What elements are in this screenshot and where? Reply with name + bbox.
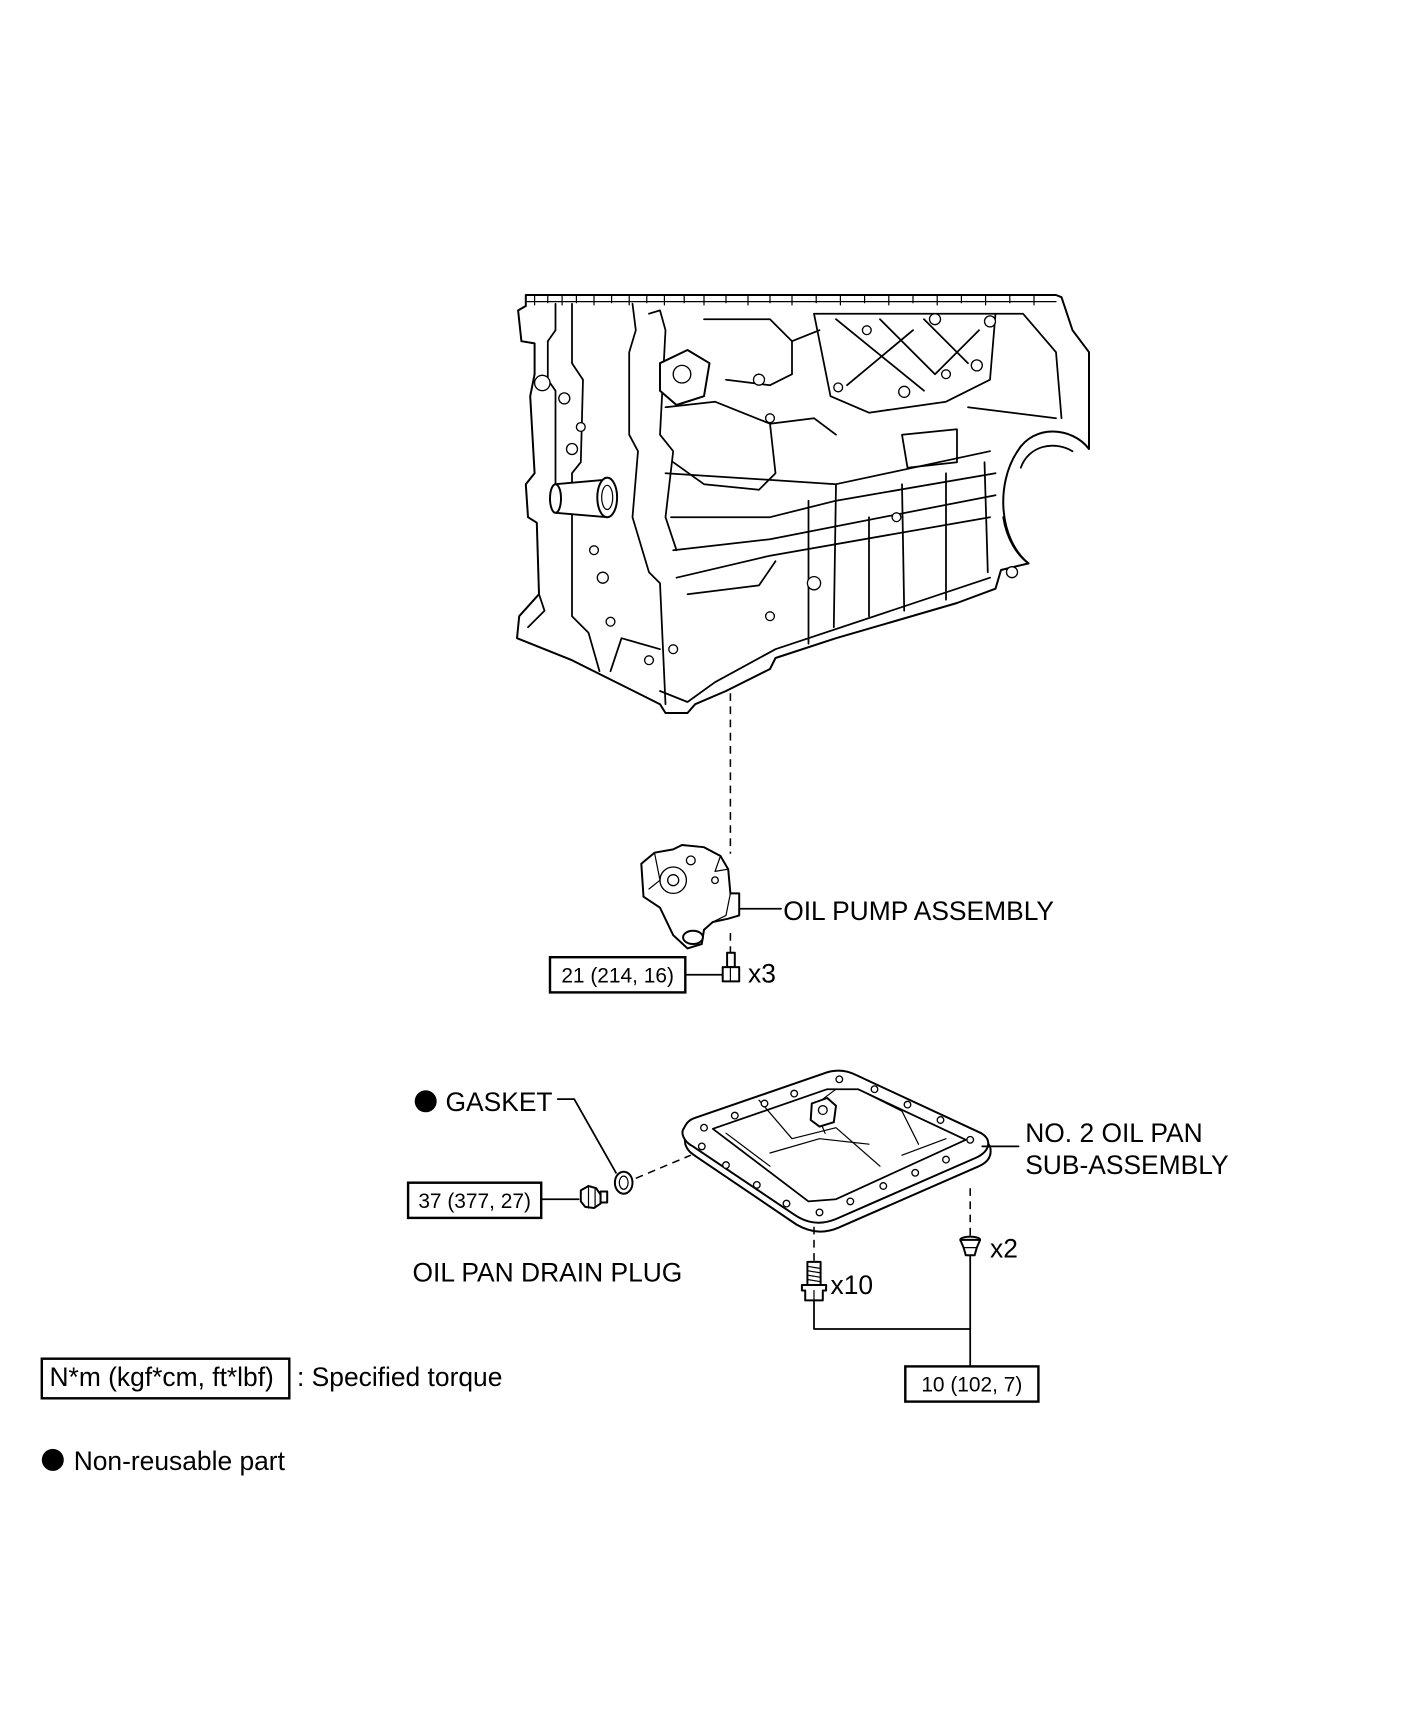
drain-plug-torque-value: 37 (377, 27) — [418, 1190, 531, 1213]
oil-pan-flange-holes — [697, 1075, 975, 1217]
gasket-label: GASKET — [446, 1087, 553, 1117]
legend-non-reusable-label: Non-reusable part — [74, 1446, 286, 1476]
engine-block-front-ribs — [527, 302, 678, 706]
drain-plug-icon — [579, 1185, 609, 1209]
oil-pan-nut-icon — [959, 1235, 982, 1257]
gasket-ring-icon — [613, 1170, 634, 1195]
engine-block-illustration — [516, 294, 1090, 714]
legend-torque-units: N*m (kgf*cm, ft*lbf) — [50, 1362, 274, 1392]
oil-pump-illustration — [640, 844, 741, 950]
engine-block-cylinder-mass — [664, 318, 837, 491]
legend-torque-box — [40, 1357, 291, 1400]
oil-pan-torque-box — [904, 1365, 1040, 1403]
gasket-non-reusable-marker-icon — [414, 1090, 437, 1113]
oil-pan-bolt-icon — [800, 1260, 828, 1302]
oil-pan-torque-value: 10 (102, 7) — [921, 1374, 1022, 1397]
oil-pump-label: OIL PUMP ASSEMBLY — [783, 896, 1054, 926]
oil-pan-label-line1: NO. 2 OIL PAN — [1025, 1118, 1202, 1148]
gasket-label-leader — [556, 1098, 617, 1174]
oil-pan-label-line2: SUB-ASSEMBLY — [1025, 1150, 1229, 1180]
engine-block-bolt-holes — [533, 313, 1019, 666]
engine-block-skirt — [659, 450, 997, 703]
legend-torque-description: : Specified torque — [297, 1362, 502, 1392]
drain-plug-torque-box — [406, 1181, 543, 1220]
oil-pump-torque-box — [548, 955, 687, 994]
oil-pan-bolt-alignment-lines — [813, 1188, 971, 1262]
legend-non-reusable-marker-icon — [41, 1448, 64, 1471]
crankshaft-end — [549, 476, 619, 519]
oil-pump-bolt-icon — [721, 951, 741, 983]
oil-pan-nut-quantity: x2 — [990, 1234, 1018, 1264]
oil-pan-torque-leader — [813, 1254, 972, 1368]
oil-pan-bolt-quantity: x10 — [831, 1270, 874, 1300]
engine-block-deck-edge — [525, 294, 1057, 306]
drain-plug-label: OIL PAN DRAIN PLUG — [413, 1258, 683, 1288]
oil-pan-illustration — [681, 1069, 992, 1233]
oil-pump-torque-value: 21 (214, 16) — [561, 965, 674, 988]
legend: N*m (kgf*cm, ft*lbf) : Specified torque … — [40, 1357, 502, 1476]
drain-plug-alignment-line — [635, 1154, 692, 1180]
engine-block-rear-flange — [901, 312, 1074, 565]
engine-block-ribbed-plate — [813, 312, 997, 414]
oil-pump-bolt-quantity: x3 — [748, 959, 776, 989]
